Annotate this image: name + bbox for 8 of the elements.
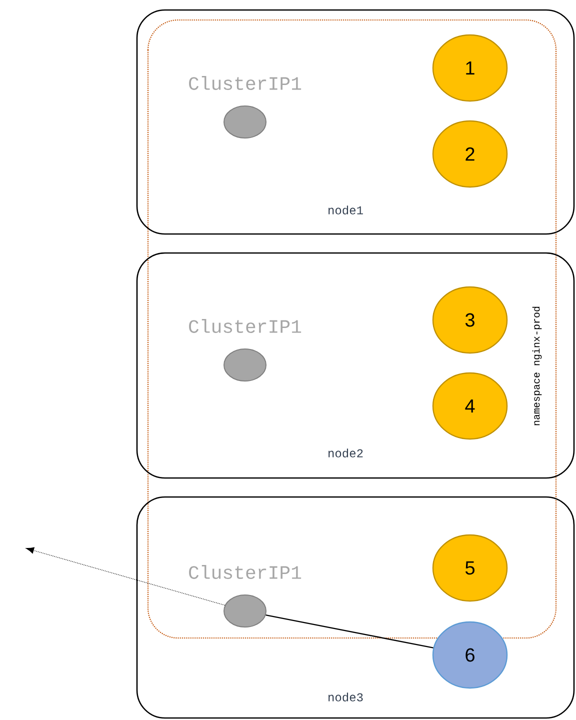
service-ellipse <box>224 106 266 138</box>
service-ellipse <box>224 348 266 382</box>
cluster-ip-label: ClusterIP1 <box>189 76 302 90</box>
cluster-ip-label: ClusterIP1 <box>189 319 302 333</box>
namespace-label: namespace nginx-prod <box>531 304 543 427</box>
service-ellipse <box>224 594 266 628</box>
cluster-ip-label: ClusterIP1 <box>189 565 302 579</box>
arrow <box>26 547 226 606</box>
